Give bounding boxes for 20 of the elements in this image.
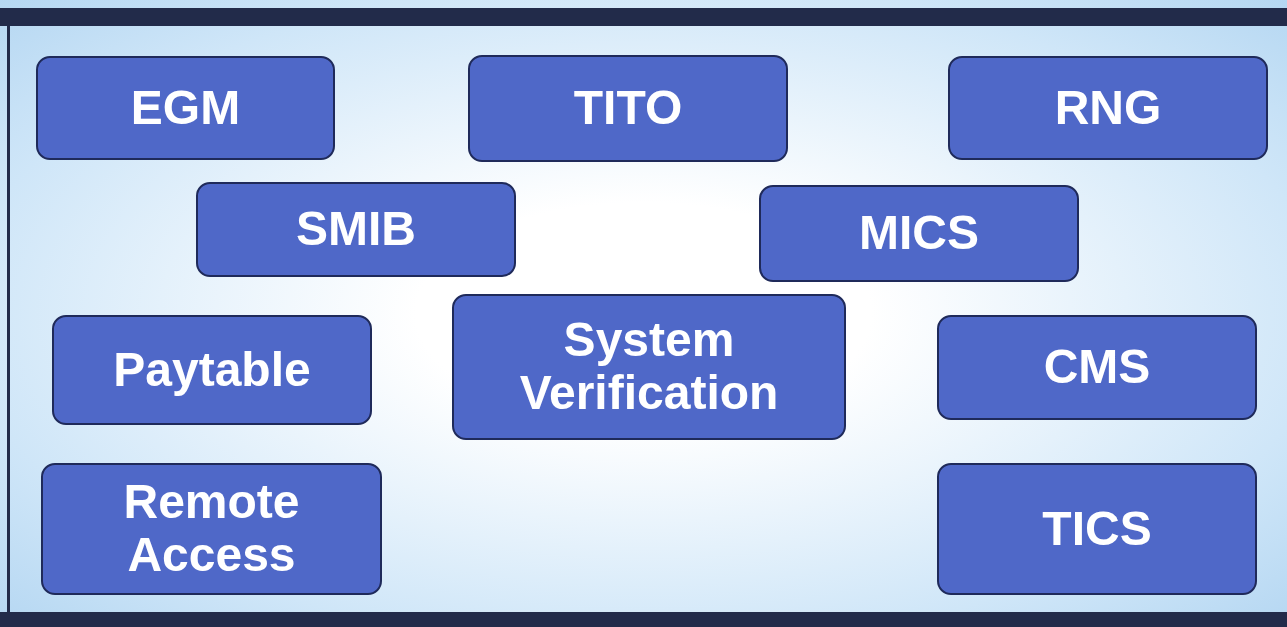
box-label: RNG — [1054, 81, 1162, 135]
label-box — [759, 185, 1079, 282]
box-label: CMS — [1043, 341, 1151, 394]
box-label: System Verification — [518, 314, 780, 420]
label-box — [196, 182, 516, 277]
box-label: TITO — [573, 82, 683, 135]
label-box — [452, 294, 846, 440]
box-label: MICS — [859, 207, 979, 260]
box-label: Paytable — [113, 343, 311, 397]
box-label: SMIB — [296, 203, 416, 256]
box-label: TICS — [1042, 502, 1152, 556]
label-box — [937, 463, 1257, 595]
label-box — [52, 315, 372, 425]
label-box — [468, 55, 788, 162]
label-box — [948, 56, 1268, 160]
box-label: Remote Access — [122, 476, 301, 582]
label-box — [937, 315, 1257, 420]
box-label: EGM — [130, 81, 241, 135]
label-box — [41, 463, 382, 595]
label-box — [36, 56, 335, 160]
